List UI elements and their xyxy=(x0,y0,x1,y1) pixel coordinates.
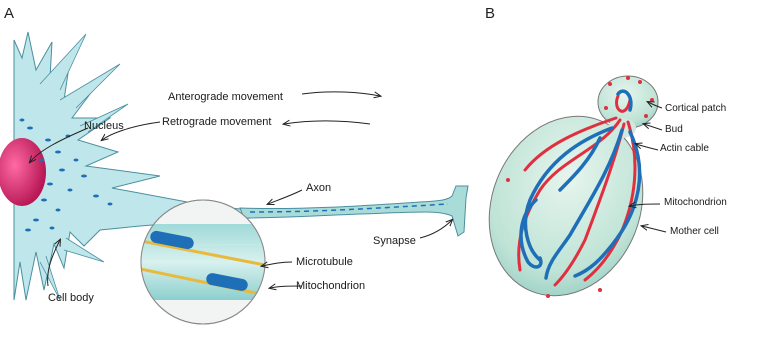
label-cortical-patch: Cortical patch xyxy=(665,104,726,114)
label-retrograde: Retrograde movement xyxy=(162,117,271,128)
axon-shape xyxy=(240,186,468,236)
magnified-axon xyxy=(126,224,280,300)
label-actin-cable: Actin cable xyxy=(660,144,709,154)
label-mother-cell: Mother cell xyxy=(670,227,719,237)
label-synapse: Synapse xyxy=(373,236,416,247)
label-microtubule: Microtubule xyxy=(296,257,353,268)
panel-label-b: B xyxy=(485,6,495,21)
nucleus-shape xyxy=(0,138,46,206)
label-bud: Bud xyxy=(665,125,683,135)
neuron xyxy=(0,32,468,324)
label-mitochondrion-b: Mitochondrion xyxy=(664,198,727,208)
yeast-cell xyxy=(463,76,669,319)
label-cell-body: Cell body xyxy=(48,293,94,304)
label-anterograde: Anterograde movement xyxy=(168,92,283,103)
label-mitochondrion-a: Mitochondrion xyxy=(296,281,365,292)
label-axon: Axon xyxy=(306,183,331,194)
panel-label-a: A xyxy=(4,6,14,21)
label-nucleus: Nucleus xyxy=(84,121,124,132)
